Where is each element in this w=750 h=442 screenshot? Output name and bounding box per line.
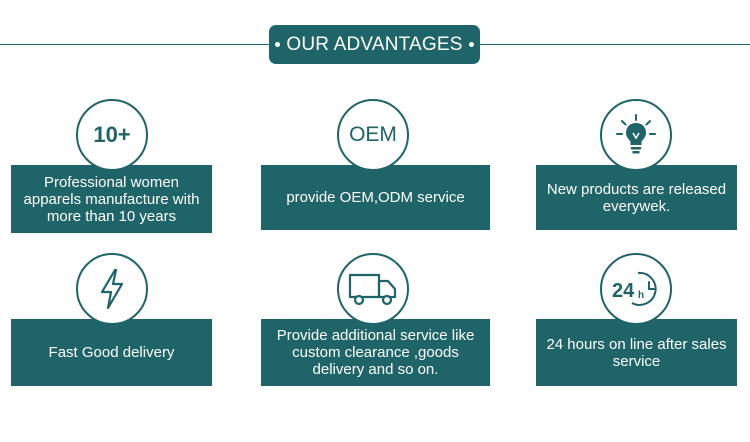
advantage-card-additional-service: Provide additional service like custom c…: [261, 319, 490, 386]
lightbulb-icon: [600, 99, 672, 171]
title-dot-right: [468, 42, 474, 47]
badge-text: 10+: [93, 122, 131, 147]
advantage-text: Provide additional service like custom c…: [276, 327, 475, 378]
title-dot-left: [275, 42, 281, 47]
svg-text:h: h: [638, 290, 644, 301]
advantage-card-oem: provide OEM,ODM service: [261, 165, 490, 230]
experience-badge: 10+: [76, 99, 148, 171]
section-title: OUR ADVANTAGES: [286, 33, 463, 55]
section-title-badge: OUR ADVANTAGES: [269, 25, 480, 64]
badge-text: OEM: [349, 123, 397, 146]
advantage-text: New products are released everywek.: [546, 180, 727, 215]
advantage-card-new-products: New products are released everywek.: [536, 165, 737, 230]
truck-icon: [337, 253, 409, 325]
advantage-card-24h-service: 24 hours on line after sales service: [536, 319, 737, 386]
advantage-text: provide OEM,ODM service: [286, 189, 465, 206]
lightning-icon: [76, 253, 148, 325]
clock-24h-icon: 24 h: [600, 253, 672, 325]
svg-text:24: 24: [612, 280, 635, 302]
advantage-card-delivery: Fast Good delivery: [11, 319, 212, 386]
advantage-card-experience: Professional women apparels manufacture …: [11, 165, 212, 233]
oem-badge: OEM: [337, 99, 409, 171]
advantage-text: Professional women apparels manufacture …: [23, 173, 200, 225]
advantage-text: Fast Good delivery: [48, 344, 175, 361]
advantage-text: 24 hours on line after sales service: [546, 335, 727, 370]
